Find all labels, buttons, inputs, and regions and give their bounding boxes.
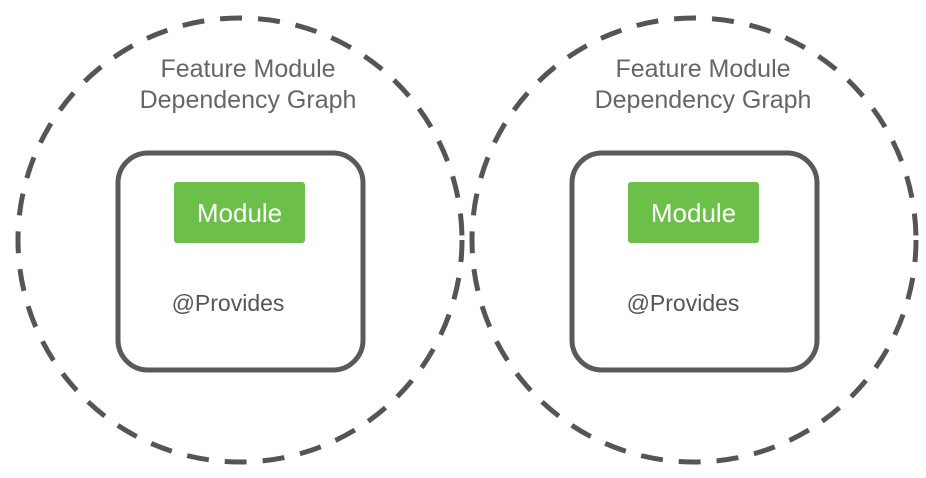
dependency-graph-left: Feature Module Dependency Graph Module @… (15, 15, 465, 465)
module-label-left: Module (197, 198, 282, 228)
graph-title-right-line-2: Dependency Graph (595, 86, 812, 114)
graph-title-left-line-2: Dependency Graph (140, 86, 357, 114)
dependency-graph-right: Feature Module Dependency Graph Module @… (469, 15, 919, 465)
graph-boundary-left (15, 15, 465, 465)
graph-title-left-line-1: Feature Module (160, 55, 335, 83)
provides-label-left: @Provides (172, 290, 285, 316)
module-badge-left (174, 182, 305, 243)
provides-label-right: @Provides (627, 290, 740, 316)
module-badge-right (628, 182, 759, 243)
module-label-right: Module (651, 198, 736, 228)
graph-boundary-right (469, 15, 919, 465)
graph-title-right-line-1: Feature Module (615, 55, 790, 83)
